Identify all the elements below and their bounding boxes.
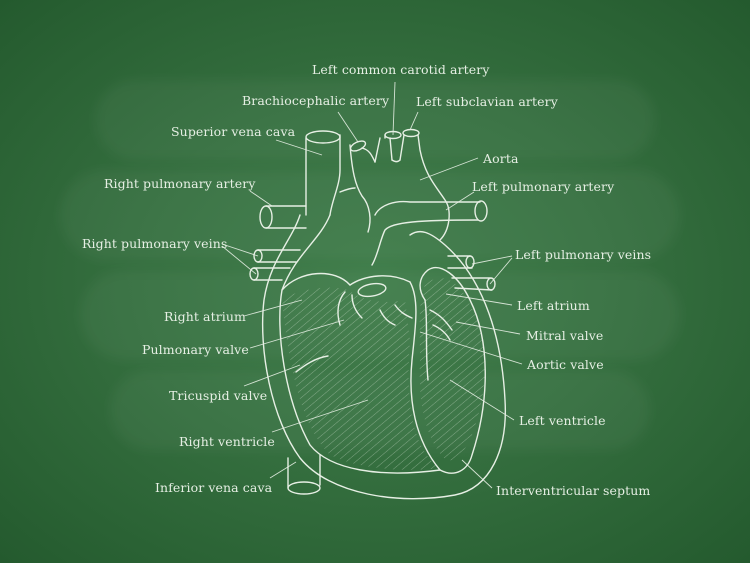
leader-line	[249, 319, 345, 349]
leader-line	[337, 111, 359, 143]
leader-line	[221, 243, 259, 257]
leader-line	[419, 331, 523, 365]
leader-line	[445, 293, 513, 306]
leader-line	[445, 191, 475, 211]
label-mitral-valve: Mitral valve	[526, 328, 604, 343]
leader-line	[392, 81, 396, 136]
label-left-pulmonary-veins: Left pulmonary veins	[515, 247, 652, 262]
leader-line	[461, 459, 493, 489]
label-pulmonary-valve: Pulmonary valve	[142, 342, 249, 357]
leader-line	[243, 364, 301, 387]
label-left-ventricle: Left ventricle	[519, 413, 606, 428]
leader-line	[419, 157, 479, 181]
label-right-atrium: Right atrium	[164, 309, 247, 324]
label-right-ventricle: Right ventricle	[179, 434, 275, 449]
leader-line	[409, 111, 419, 131]
label-aortic-valve: Aortic valve	[527, 357, 604, 372]
leader-line	[275, 139, 323, 156]
heart-outline	[261, 214, 507, 500]
label-aorta: Aorta	[483, 151, 519, 166]
label-right-pulmonary-artery: Right pulmonary artery	[104, 176, 256, 191]
leader-line	[489, 257, 513, 285]
aortic-valve-shape	[379, 304, 413, 326]
pulmonary-trunk	[374, 200, 481, 216]
label-inferior-vena-cava: Inferior vena cava	[155, 480, 273, 495]
label-brachiocephalic-artery: Brachiocephalic artery	[242, 93, 390, 108]
aorta-shape	[349, 144, 371, 233]
label-left-common-carotid-artery: Left common carotid artery	[312, 62, 490, 77]
right-atrium-wall	[279, 214, 441, 474]
leader-line	[249, 190, 273, 207]
tricuspid-valve-shape	[295, 355, 329, 373]
leader-line	[449, 379, 515, 421]
left-pulmonary-veins-shape	[447, 255, 493, 291]
chalk-smudge	[95, 80, 655, 160]
leader-line	[243, 299, 303, 317]
leader-line	[455, 321, 521, 335]
leader-line	[269, 461, 297, 479]
mitral-valve-shape	[429, 309, 453, 341]
right-pulmonary-veins-shape	[253, 249, 301, 281]
label-left-subclavian-artery: Left subclavian artery	[416, 94, 558, 109]
label-right-pulmonary-veins: Right pulmonary veins	[82, 236, 228, 251]
leader-line	[221, 245, 257, 275]
leader-line	[271, 399, 369, 433]
label-interventricular-septum: Interventricular septum	[496, 483, 651, 498]
left-heart-hatching	[419, 277, 485, 461]
right-pulmonary-artery-shape	[265, 205, 307, 229]
right-heart-hatching	[282, 287, 440, 470]
label-tricuspid-valve: Tricuspid valve	[169, 388, 268, 403]
septum-line	[409, 281, 441, 471]
label-left-atrium: Left atrium	[517, 298, 590, 313]
inferior-vena-cava-shape	[287, 454, 321, 489]
label-superior-vena-cava: Superior vena cava	[171, 124, 296, 139]
leader-line	[471, 255, 513, 265]
label-left-pulmonary-artery: Left pulmonary artery	[472, 179, 615, 194]
